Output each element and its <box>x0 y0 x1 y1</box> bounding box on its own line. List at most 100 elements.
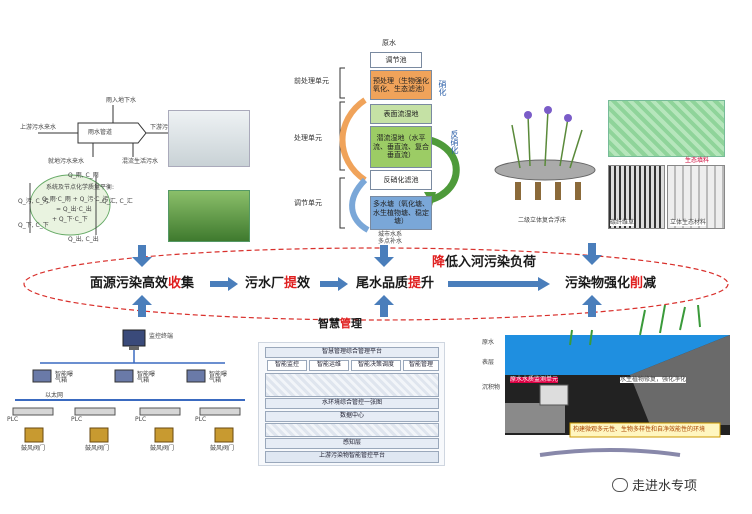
label-eco-filler: 生态填料 <box>685 157 710 164</box>
plc-label-2: PLC <box>71 416 83 423</box>
chain-step-load-reduction: 降低入河污染负荷 <box>432 256 536 269</box>
chain-step4-red: 降 <box>432 255 446 270</box>
label-carbon-fiber: 碳纤维草 <box>610 219 635 226</box>
street-photo <box>168 110 250 167</box>
smart-post: 理 <box>351 317 362 330</box>
chain-step5-pre: 污染物强化 <box>565 276 631 291</box>
ctrl-label-1: 智能曝气箱 <box>55 371 74 384</box>
chain-step5-post: 减 <box>643 276 657 291</box>
platform-onemap-text: 水环境综合管控一张图 <box>321 399 382 406</box>
valve-label-2: 鼓风阀门 <box>85 445 110 452</box>
eq-down: Q_下, C_下 <box>18 222 49 229</box>
chain-step-reduction: 污染物强化削减 <box>565 277 656 290</box>
chain-step1-post: 集 <box>181 276 195 291</box>
label-upstream: 上游污水来水 <box>20 124 57 131</box>
smart-management-label: 智慧管理 <box>318 318 362 329</box>
regulator-label: 调节池 <box>385 55 407 64</box>
label-rain-pipe: 雨水管道 <box>88 129 113 136</box>
chain-step3-pre: 尾水品质 <box>356 276 409 291</box>
stage-pretreatment-text: 预处理（生物强化氧化、生态滤池） <box>373 76 429 93</box>
formula-line-2: = Q_出·C_出 <box>56 206 92 213</box>
formula-line-1: Q_雨·C_雨 + Q_污·C_污 <box>42 196 109 203</box>
chain-step2-pre: 污水厂 <box>245 276 285 291</box>
smart-platform-panel: 智慧管理综合管理平台 智能监控 智能运维 智能决策调度 智能管理 水环境综合管控… <box>258 342 445 466</box>
chain-step4-post: 低入河污染负荷 <box>445 255 537 270</box>
stage-subsurface-wetland-text: 潜流湿地（水平流、垂直流、复合垂直流） <box>373 134 429 160</box>
stage-denitrification-filter: 反硝化滤池 <box>370 170 432 190</box>
treatment-chain: 原水 调节池 前处理单元 处理单元 调节单元 预处理（生物强化氧化、生态滤池） … <box>290 40 480 245</box>
chain-step-tailwater: 尾水品质提升 <box>356 277 434 290</box>
chain-step1-pre: 面源污染高效 <box>90 276 169 291</box>
sediment-sketch <box>505 305 730 457</box>
valve-label-4: 鼓风阀门 <box>210 445 235 452</box>
ctrl-label-2: 智能曝气箱 <box>137 371 156 384</box>
watermark-text: 走进水专项 <box>632 479 698 494</box>
chain-step1-red: 收 <box>168 276 182 291</box>
plc-label-4: PLC <box>195 416 207 423</box>
platform-footer: 上游污染物智能管控平台 <box>265 451 439 463</box>
platform-datablocks <box>265 423 439 437</box>
platform-row-top: 智慧管理综合管理平台 <box>265 347 439 358</box>
eq-sewage: Q_污, C_污 <box>18 198 49 205</box>
chain-step3-red: 提 <box>408 276 422 291</box>
platform-management-text: 智能管理 <box>408 361 433 368</box>
label-pre-unit: 前处理单元 <box>294 77 329 85</box>
ctrl-label-3: 智能曝气箱 <box>209 371 228 384</box>
stage-surface-wetland-text: 表面流湿地 <box>383 109 419 118</box>
outlet-label-2: 多点补水 <box>378 238 403 245</box>
eq-out: Q_出, C_出 <box>68 236 99 243</box>
chain-step2-post: 效 <box>297 276 311 291</box>
floating-bed-panel: 生态填料 二级立体复合浮床 碳纤维草 立体生态材料 <box>490 100 725 235</box>
label-mixed: 混流生活污水 <box>122 158 159 165</box>
platform-datacenter: 数据中心 <box>265 411 439 422</box>
formula-title: 系统及节点化学质量平衡: <box>46 184 115 191</box>
platform-row-top-text: 智慧管理综合管理平台 <box>321 348 382 355</box>
stage-surface-wetland: 表面流湿地 <box>370 104 432 124</box>
carbon-fiber-image <box>608 165 665 229</box>
platform-monitor: 智能监控 <box>267 360 307 371</box>
label-callout: 构建微观多元性、生物多样性和自净效能性的环境 <box>573 426 706 433</box>
plc-label-1: PLC <box>7 416 19 423</box>
label-floating-bed: 二级立体复合浮床 <box>518 217 567 224</box>
label-rain-groundwater: 雨入地下水 <box>106 97 137 104</box>
stage-pretreatment: 预处理（生物强化氧化、生态滤池） <box>370 70 432 100</box>
label-raw-water: 原水 <box>482 339 495 346</box>
regulator-box: 调节池 <box>370 52 422 68</box>
platform-datacenter-text: 数据中心 <box>339 412 364 419</box>
platform-footer-text: 上游污染物智能管控平台 <box>318 452 385 459</box>
plc-network-sketch <box>12 329 245 443</box>
watermark: 走进水专项 <box>612 478 697 493</box>
stage-ponds: 多水塘（氧化塘、水生植物塘、稳定塘） <box>370 196 432 230</box>
stage-ponds-text: 多水塘（氧化塘、水生植物塘、稳定塘） <box>373 200 429 226</box>
outlet-label-1: 城市水系 <box>378 231 403 238</box>
floating-bed-sketch <box>494 106 596 200</box>
label-adjust-unit: 调节单元 <box>294 199 322 207</box>
label-plant-restore: 水生植物修复，强化净化 <box>620 376 687 383</box>
label-surface: 表层 <box>482 359 495 366</box>
chain-step5-red: 削 <box>630 276 644 291</box>
chain-step-wwtp: 污水厂提效 <box>245 277 310 290</box>
platform-maintenance: 智能运维 <box>309 360 349 371</box>
stage-subsurface-wetland: 潜流湿地（水平流、垂直流、复合垂直流） <box>370 126 432 168</box>
platform-maintenance-text: 智能运维 <box>316 361 341 368</box>
platform-sensing: 感知层 <box>265 438 439 449</box>
plc-network-panel: 监控终端 以太网 智能曝气箱 智能曝气箱 智能曝气箱 PLC PLC PLC P… <box>5 328 250 463</box>
stormwater-panel: 雨入地下水 上游污水来水 雨水管道 下游污水来水 就地污水来水 混流生活污水 Q… <box>18 95 250 245</box>
label-monitor-unit: 原水水质监测单元 <box>510 376 559 383</box>
sediment-panel: 原水 表层 沉积物 原水水质监测单元 水生植物修复，强化净化 构建微观多元性、生… <box>480 305 730 470</box>
smart-pre: 智慧 <box>318 317 340 330</box>
formula-line-3: + Q_下·C_下 <box>52 216 88 223</box>
platform-map <box>265 373 439 397</box>
label-inlet: 原水 <box>382 39 396 47</box>
label-treat-unit: 处理单元 <box>294 134 322 142</box>
eco-filler-image <box>608 100 725 157</box>
chain-step3-post: 升 <box>421 276 435 291</box>
stage-denitrification-filter-text: 反硝化滤池 <box>383 175 419 184</box>
chain-step2-red: 提 <box>284 276 298 291</box>
label-nitrification: 硝化 <box>438 80 447 96</box>
wechat-icon <box>612 478 628 492</box>
smart-red: 管 <box>340 317 351 330</box>
label-denitrification: 反硝化 <box>450 130 459 154</box>
valve-label-1: 鼓风阀门 <box>21 445 46 452</box>
